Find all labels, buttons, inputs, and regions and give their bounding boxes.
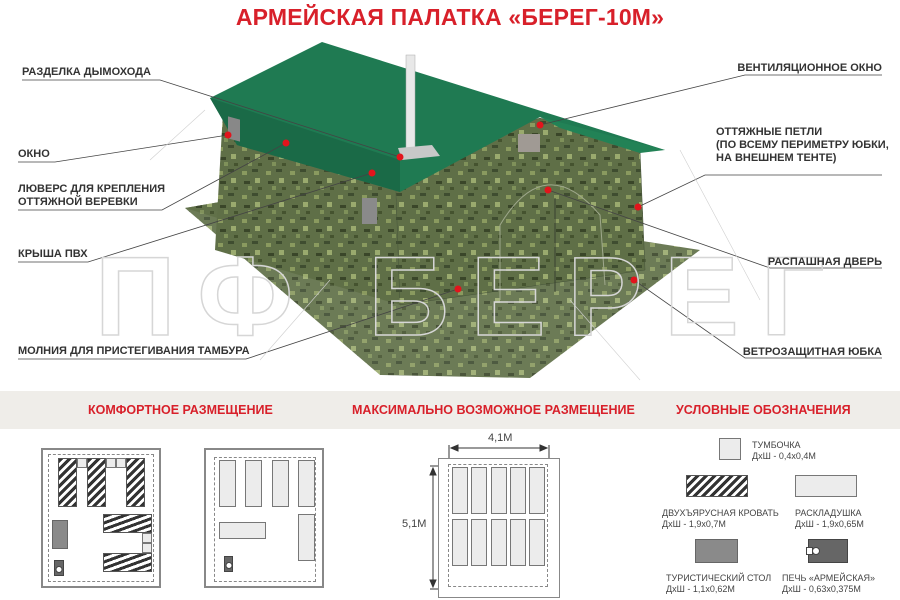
folding-cot: [510, 467, 526, 514]
bunk-bed: [103, 514, 152, 533]
bunk-bed: [87, 458, 106, 507]
legend-bunk-swatch: [686, 475, 748, 497]
folding-cot: [298, 514, 315, 561]
plan-comfort-cots: [204, 448, 324, 588]
callout-chimney-cutout: РАЗДЕЛКА ДЫМОХОДА: [22, 66, 151, 78]
callout-markers: [224, 121, 642, 293]
folding-cot: [510, 519, 526, 566]
legend-cot-size: ДхШ - 1,9х0,65М: [795, 519, 864, 529]
legend-cot: РАСКЛАДУШКА ДхШ - 1,9х0,65М: [795, 508, 864, 530]
tent-illustration: [18, 42, 882, 381]
callout-grommet-line2: ОТТЯЖНОЙ ВЕРЕВКИ: [18, 196, 138, 208]
dimension-width: 4,1М: [488, 432, 513, 444]
callout-vestibule-zipper: МОЛНИЯ ДЛЯ ПРИСТЕГИВАНИЯ ТАМБУРА: [18, 345, 250, 357]
folding-cot: [272, 460, 289, 507]
plan-max-cots: [438, 458, 560, 598]
plan-inner-boundary: [448, 464, 548, 587]
legend-table: ТУРИСТИЧЕСКИЙ СТОЛ ДхШ - 1,1х0,62М: [666, 573, 771, 595]
callout-window: ОКНО: [18, 148, 50, 160]
callout-grommet-line1: ЛЮВЕРС ДЛЯ КРЕПЛЕНИЯ: [18, 183, 166, 195]
army-stove: [224, 556, 233, 572]
legend-stove-name: ПЕЧЬ «АРМЕЙСКАЯ»: [782, 573, 876, 583]
dimension-length: 5,1М: [402, 518, 427, 530]
plan-inner-boundary: [48, 454, 154, 582]
plan-comfort-bunks: [41, 448, 161, 588]
legend-nightstand-size: ДхШ - 0,4х0,4М: [752, 451, 816, 461]
nightstand: [77, 458, 87, 468]
folding-cot: [491, 467, 507, 514]
callout-grommet: ЛЮВЕРС ДЛЯ КРЕПЛЕНИЯ ОТТЯЖНОЙ ВЕРЕВКИ: [18, 183, 165, 209]
folding-cot: [298, 460, 315, 507]
callout-guy-loops-line3: НА ВНЕШНЕМ ТЕНТЕ): [716, 152, 837, 164]
camping-table: [52, 520, 68, 549]
callout-vent-window: ВЕНТИЛЯЦИОННОЕ ОКНО: [737, 62, 882, 74]
folding-cot: [452, 519, 468, 566]
legend-table-name: ТУРИСТИЧЕСКИЙ СТОЛ: [666, 573, 772, 583]
folding-cot: [471, 467, 487, 514]
watermark: ПФ БЕРЕГ: [94, 233, 847, 360]
nightstand: [142, 533, 152, 543]
section-legend-title: УСЛОВНЫЕ ОБОЗНАЧЕНИЯ: [676, 403, 851, 417]
callout-pvc-roof: КРЫША ПВХ: [18, 248, 88, 260]
dimension-arrows: [429, 444, 550, 590]
legend-nightstand: ТУМБОЧКА ДхШ - 0,4х0,4М: [752, 440, 816, 462]
callout-guy-loops-line1: ОТТЯЖНЫЕ ПЕТЛИ: [716, 126, 823, 138]
folding-cot: [219, 460, 236, 507]
section-max-title: МАКСИМАЛЬНО ВОЗМОЖНОЕ РАЗМЕЩЕНИЕ: [352, 403, 635, 417]
legend-cot-name: РАСКЛАДУШКА: [795, 508, 862, 518]
bunk-bed: [103, 553, 152, 572]
legend-table-size: ДхШ - 1,1х0,62М: [666, 584, 735, 594]
folding-cot: [529, 519, 545, 566]
nightstand: [116, 458, 126, 468]
army-stove: [54, 560, 64, 576]
legend-nightstand-swatch: [719, 438, 741, 460]
nightstand: [106, 458, 116, 468]
folding-cot: [245, 460, 262, 507]
chimney: [405, 54, 416, 151]
bunk-bed: [126, 458, 145, 507]
bunk-bed: [58, 458, 77, 507]
section-band: КОМФОРТНОЕ РАЗМЕЩЕНИЕ МАКСИМАЛЬНО ВОЗМОЖ…: [0, 391, 900, 429]
legend-table-swatch: [695, 539, 738, 563]
plan-inner-boundary: [214, 457, 316, 582]
section-comfort-title: КОМФОРТНОЕ РАЗМЕЩЕНИЕ: [88, 403, 273, 417]
folding-cot: [491, 519, 507, 566]
callout-guy-loops: ОТТЯЖНЫЕ ПЕТЛИ (ПО ВСЕМУ ПЕРИМЕТРУ ЮБКИ,…: [716, 126, 889, 165]
folding-cot: [452, 467, 468, 514]
folding-cot: [219, 522, 266, 539]
folding-cot: [529, 467, 545, 514]
legend-stove-swatch: [806, 539, 848, 563]
page-title: АРМЕЙСКАЯ ПАЛАТКА «БЕРЕГ-10М»: [235, 4, 665, 30]
callout-wind-skirt: ВЕТРОЗАЩИТНАЯ ЮБКА: [742, 346, 882, 358]
legend-stove: ПЕЧЬ «АРМЕЙСКАЯ» ДхШ - 0,63х0,375М: [782, 573, 875, 595]
legend-bunk-bed-name: ДВУХЪЯРУСНАЯ КРОВАТЬ: [662, 508, 779, 518]
callout-guy-loops-line2: (ПО ВСЕМУ ПЕРИМЕТРУ ЮБКИ,: [716, 139, 889, 151]
callout-hinged-door: РАСПАШНАЯ ДВЕРЬ: [767, 256, 882, 268]
nightstand: [142, 543, 152, 553]
legend-stove-size: ДхШ - 0,63х0,375М: [782, 584, 861, 594]
folding-cot: [471, 519, 487, 566]
legend-bunk-bed: ДВУХЪЯРУСНАЯ КРОВАТЬ ДхШ - 1,9х0,7М: [662, 508, 779, 530]
legend-bunk-bed-size: ДхШ - 1,9х0,7М: [662, 519, 726, 529]
legend-cot-swatch: [795, 475, 857, 497]
legend-nightstand-name: ТУМБОЧКА: [752, 440, 801, 450]
